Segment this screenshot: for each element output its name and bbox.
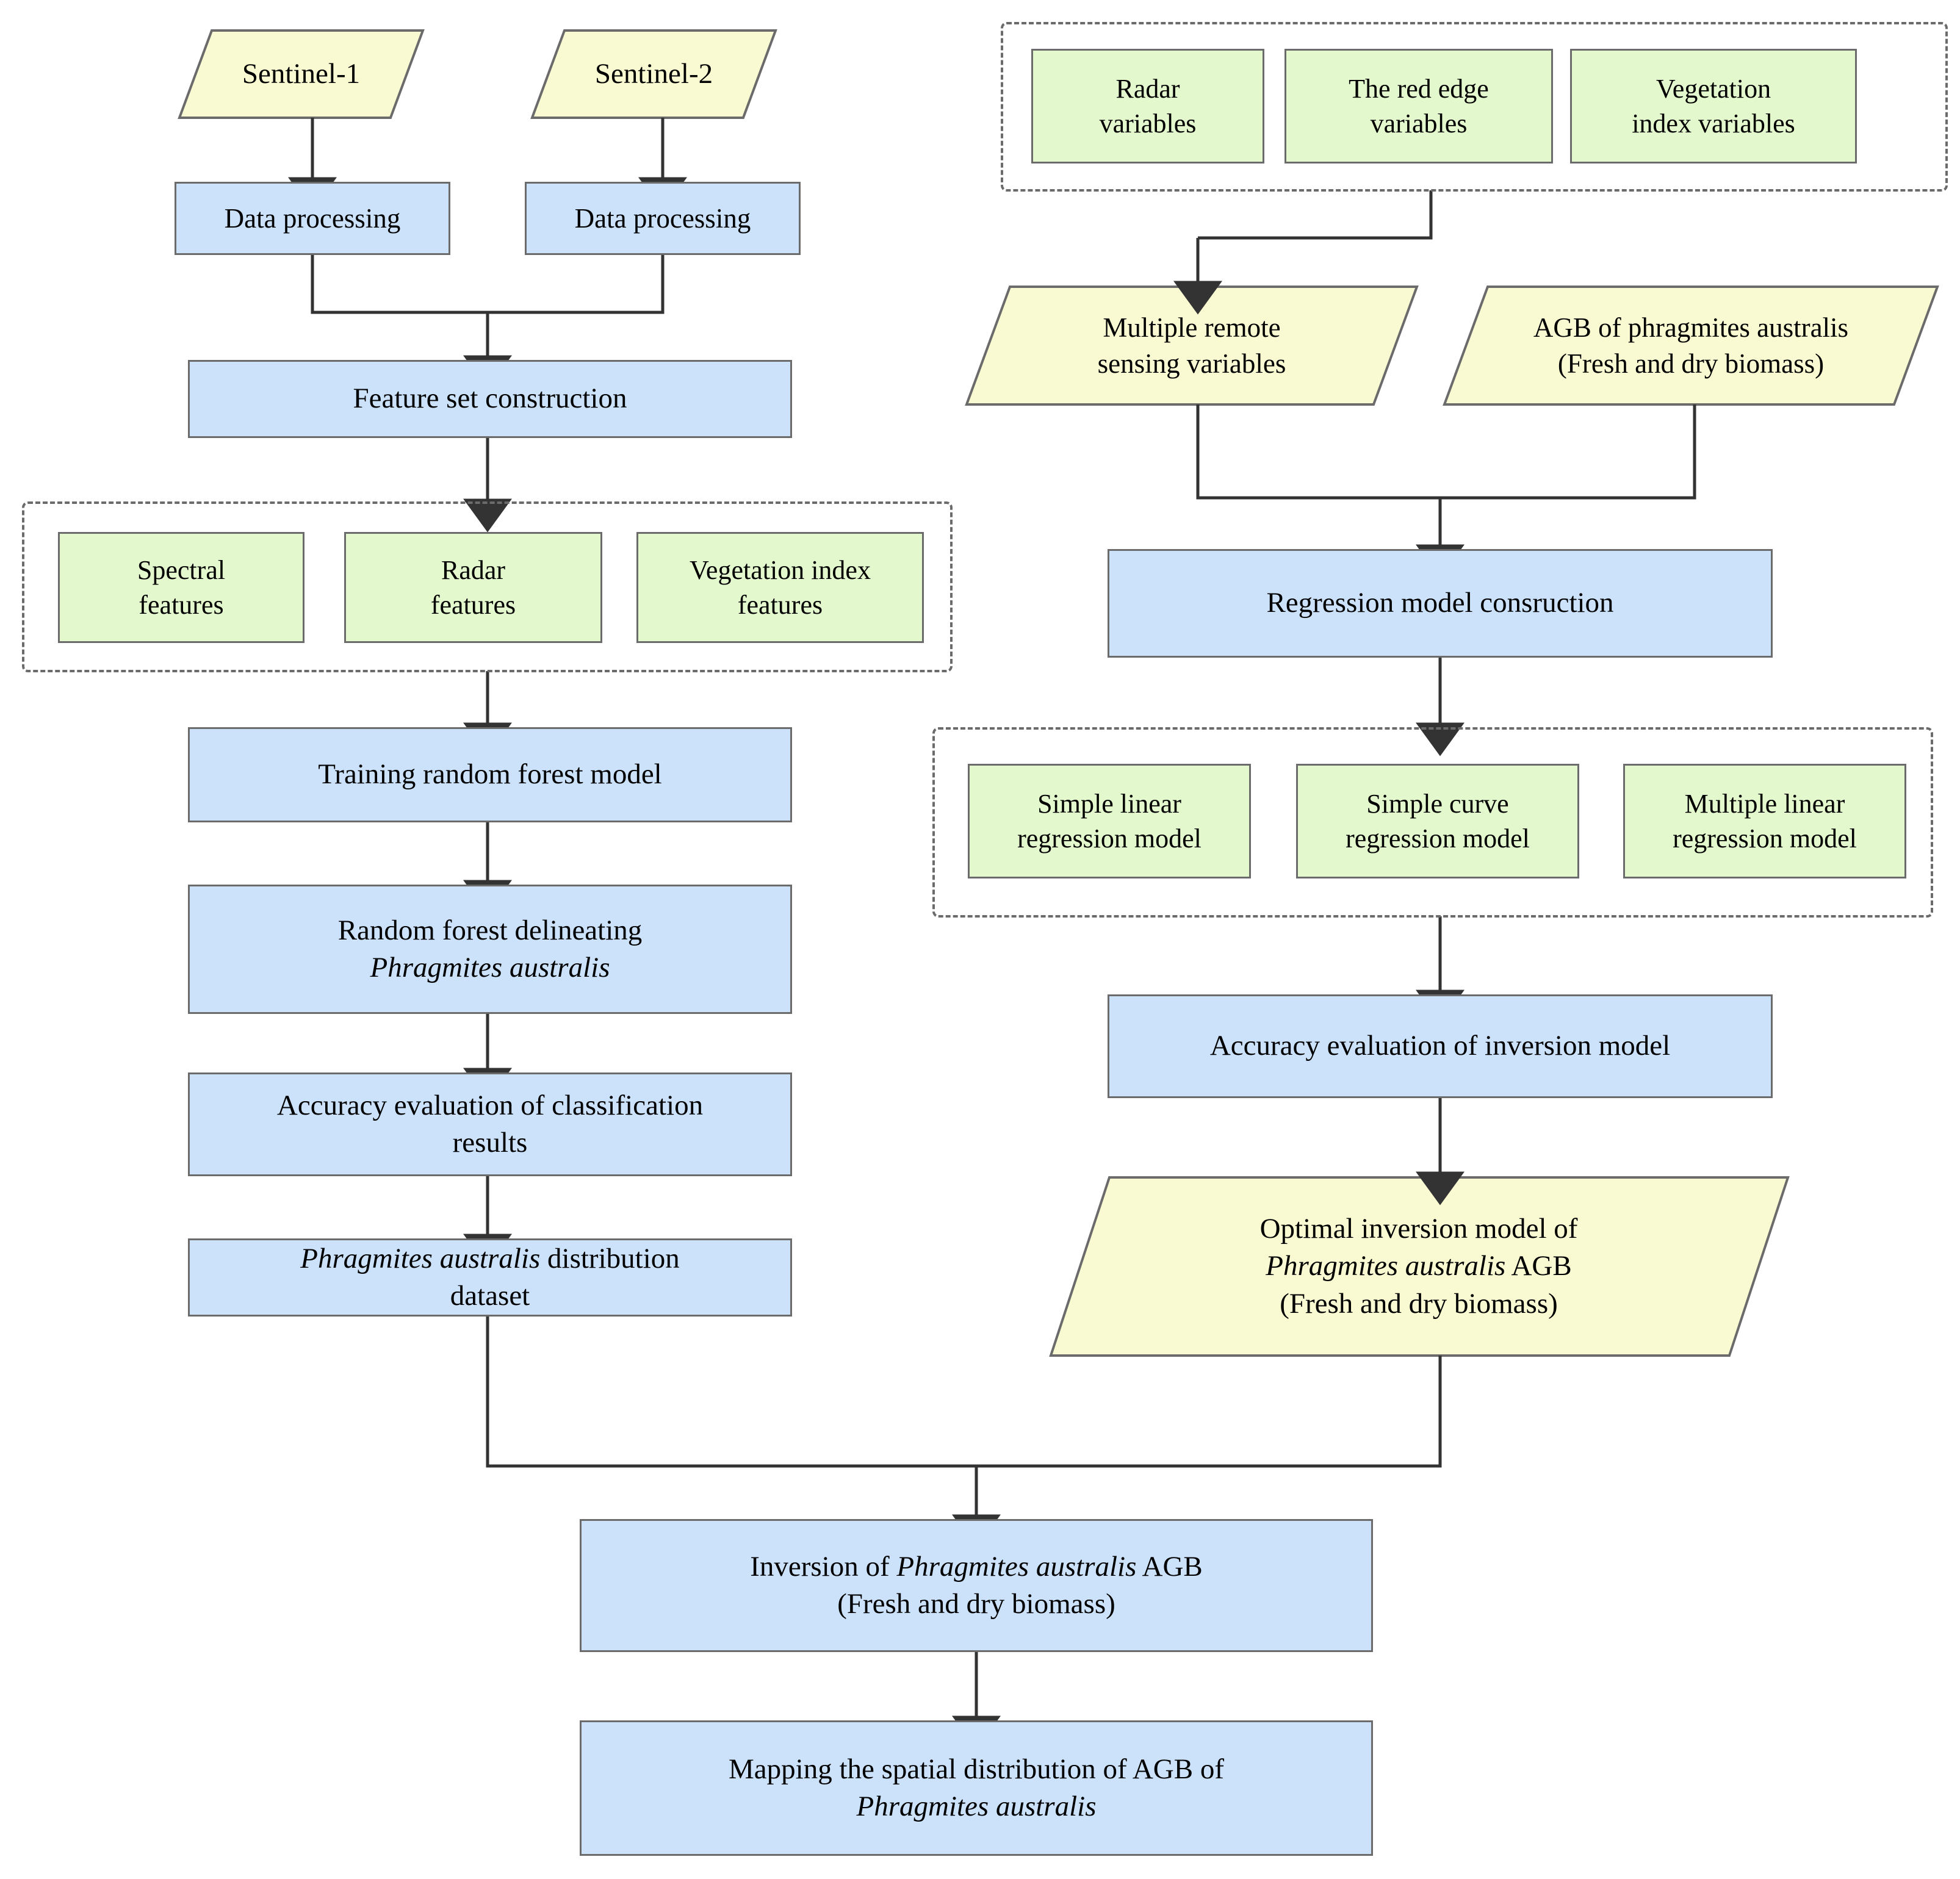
radar-features-node[interactable]: Radar features	[344, 532, 602, 643]
agb-phragmites-line1: AGB of phragmites australis	[1533, 312, 1849, 343]
optimal-inversion-line3: (Fresh and dry biomass)	[1280, 1287, 1558, 1320]
multiple-linear-line1: Multiple linear	[1684, 788, 1845, 819]
simple-linear-line2: regression model	[1017, 824, 1202, 853]
sentinel1-node[interactable]: Sentinel-1	[179, 31, 423, 118]
red-edge-variables-node[interactable]: The red edge variables	[1284, 49, 1553, 163]
inversion-agb-line1c: AGB	[1136, 1550, 1203, 1583]
distribution-dataset-line1b: distribution	[540, 1242, 680, 1274]
merge-dp-to-featureset	[311, 255, 665, 314]
multiple-rs-variables-line2: sensing variables	[1097, 348, 1286, 379]
data-processing-2-label: Data processing	[574, 203, 751, 234]
optimal-inversion-species: Phragmites australis	[1266, 1250, 1506, 1282]
vegetation-index-variables-node[interactable]: Vegetation index variables	[1570, 49, 1857, 163]
rf-delineating-node[interactable]: Random forest delineating Phragmites aus…	[188, 885, 792, 1014]
accuracy-classification-line2: results	[452, 1127, 528, 1159]
merge-to-inversion	[486, 1317, 1442, 1468]
merge-rs-agb	[1196, 404, 1696, 500]
inversion-agb-node[interactable]: Inversion of Phragmites australis AGB (F…	[580, 1519, 1373, 1652]
spectral-features-line2: features	[139, 590, 224, 620]
red-edge-variables-line2: variables	[1370, 109, 1468, 138]
agb-phragmites-shape	[1443, 286, 1939, 406]
red-edge-variables-line1: The red edge	[1349, 73, 1489, 104]
accuracy-inversion-model-node[interactable]: Accuracy evaluation of inversion model	[1108, 994, 1773, 1098]
multiple-rs-variables-shape	[965, 286, 1419, 406]
sentinel2-node[interactable]: Sentinel-2	[532, 31, 776, 118]
radar-features-line2: features	[430, 590, 516, 620]
simple-curve-line2: regression model	[1346, 824, 1530, 853]
sentinel1-shape	[178, 29, 425, 119]
spectral-features-line1: Spectral	[137, 555, 226, 585]
radar-variables-line1: Radar	[1115, 73, 1180, 104]
rf-delineating-line2: Phragmites australis	[370, 952, 610, 983]
vegetation-index-features-line1: Vegetation index	[690, 555, 871, 585]
vegetation-index-variables-line2: index variables	[1632, 109, 1795, 138]
elbow-variables-to-multiplers	[1198, 190, 1433, 240]
optimal-inversion-line2b: AGB	[1505, 1250, 1572, 1282]
vegetation-index-features-line2: features	[737, 590, 823, 620]
agb-phragmites-node[interactable]: AGB of phragmites australis (Fresh and d…	[1454, 287, 1928, 404]
feature-set-group-container	[22, 501, 953, 672]
data-processing-1-label: Data processing	[224, 203, 401, 234]
mapping-spatial-line1: Mapping the spatial distribution of AGB …	[729, 1753, 1224, 1785]
feature-set-construction-label: Feature set construction	[353, 383, 627, 415]
simple-linear-line1: Simple linear	[1037, 788, 1181, 819]
rf-delineating-line1: Random forest delineating	[337, 914, 643, 946]
regression-models-group-container	[932, 727, 1933, 918]
regression-model-construction-label: Regression model consruction	[1266, 587, 1614, 619]
multiple-rs-variables-line1: Multiple remote	[1103, 312, 1281, 343]
variables-group-container	[1001, 22, 1948, 192]
simple-linear-regression-node[interactable]: Simple linear regression model	[968, 764, 1251, 878]
distribution-dataset-species: Phragmites australis	[300, 1242, 541, 1274]
multiple-linear-line2: regression model	[1673, 824, 1857, 853]
sentinel2-shape	[530, 29, 777, 119]
inversion-agb-species: Phragmites australis	[896, 1550, 1137, 1583]
mapping-spatial-node[interactable]: Mapping the spatial distribution of AGB …	[580, 1720, 1373, 1856]
data-processing-2-node[interactable]: Data processing	[525, 182, 801, 255]
radar-variables-node[interactable]: Radar variables	[1031, 49, 1264, 163]
accuracy-classification-line1: Accuracy evaluation of classification	[276, 1089, 704, 1121]
optimal-inversion-line1: Optimal inversion model of	[1259, 1213, 1578, 1245]
accuracy-inversion-model-label: Accuracy evaluation of inversion model	[1209, 1030, 1671, 1062]
optimal-inversion-shape	[1049, 1176, 1790, 1357]
distribution-dataset-node[interactable]: Phragmites australis distribution datase…	[188, 1238, 792, 1317]
inversion-agb-line2: (Fresh and dry biomass)	[837, 1588, 1115, 1620]
radar-features-line1: Radar	[441, 555, 506, 585]
regression-model-construction-node[interactable]: Regression model consruction	[1108, 549, 1773, 658]
sentinel1-label: Sentinel-1	[242, 57, 361, 90]
vegetation-index-features-node[interactable]: Vegetation index features	[636, 532, 924, 643]
spectral-features-node[interactable]: Spectral features	[58, 532, 304, 643]
agb-phragmites-line2: (Fresh and dry biomass)	[1557, 348, 1825, 379]
mapping-spatial-species: Phragmites australis	[856, 1791, 1097, 1822]
training-random-forest-label: Training random forest model	[318, 758, 662, 791]
sentinel2-label: Sentinel-2	[594, 57, 713, 90]
multiple-linear-regression-node[interactable]: Multiple linear regression model	[1623, 764, 1906, 878]
distribution-dataset-line2: dataset	[450, 1280, 530, 1312]
training-random-forest-node[interactable]: Training random forest model	[188, 727, 792, 822]
simple-curve-regression-node[interactable]: Simple curve regression model	[1296, 764, 1579, 878]
radar-variables-line2: variables	[1099, 109, 1197, 138]
multiple-rs-variables-node[interactable]: Multiple remote sensing variables	[976, 287, 1407, 404]
optimal-inversion-node[interactable]: Optimal inversion model of Phragmites au…	[1074, 1177, 1764, 1356]
simple-curve-line1: Simple curve	[1366, 788, 1509, 819]
data-processing-1-node[interactable]: Data processing	[175, 182, 450, 255]
vegetation-index-variables-line1: Vegetation	[1656, 73, 1771, 104]
inversion-agb-line1a: Inversion of	[750, 1550, 897, 1583]
feature-set-construction-node[interactable]: Feature set construction	[188, 360, 792, 438]
accuracy-classification-node[interactable]: Accuracy evaluation of classification re…	[188, 1072, 792, 1176]
